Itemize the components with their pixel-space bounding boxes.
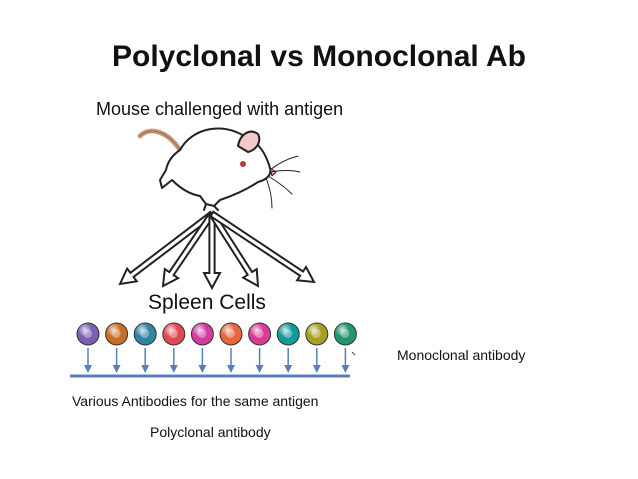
- polyclonal-antibody-label: Polyclonal antibody: [150, 424, 271, 440]
- spleen-cell-4: [162, 322, 186, 346]
- hollow-arrow-5: [209, 210, 316, 284]
- antibody-arrow-6: [227, 348, 235, 373]
- antibody-arrow-2: [112, 348, 121, 373]
- spleen-cell-7: [248, 322, 272, 346]
- spleen-cell-9: [305, 322, 329, 346]
- spleen-cell-6: [219, 322, 243, 346]
- antibody-arrow-4: [169, 348, 178, 373]
- spleen-cells-row: [76, 322, 357, 346]
- spleen-cell-3: [133, 322, 157, 346]
- antibody-arrow-1: [84, 348, 92, 373]
- antibody-arrow-5: [198, 348, 207, 373]
- various-antibodies-label: Various Antibodies for the same antigen: [72, 393, 319, 409]
- spleen-cells-label: Spleen Cells: [148, 291, 266, 314]
- spleen-cell-10: [333, 322, 357, 346]
- stray-mark: [351, 351, 356, 356]
- spleen-cell-1: [76, 322, 100, 346]
- antibody-arrow-3: [141, 348, 150, 373]
- mouse-icon: [137, 127, 301, 211]
- spleen-cell-5: [190, 322, 214, 346]
- monoclonal-antibody-label: Monoclonal antibody: [397, 347, 526, 363]
- mouse-challenge-label: Mouse challenged with antigen: [96, 99, 344, 119]
- mouse-to-spleen-arrows: [118, 210, 316, 291]
- hollow-arrow-2: [161, 211, 216, 288]
- antibody-arrows: [84, 348, 350, 373]
- antibody-arrow-8: [284, 348, 293, 373]
- spleen-cell-2: [105, 322, 129, 346]
- antibody-arrow-9: [312, 348, 321, 373]
- antibody-arrow-7: [255, 348, 264, 373]
- page-title: Polyclonal vs Monoclonal Ab: [112, 40, 526, 73]
- spleen-cell-8: [276, 322, 300, 346]
- antibody-arrow-10: [341, 348, 350, 373]
